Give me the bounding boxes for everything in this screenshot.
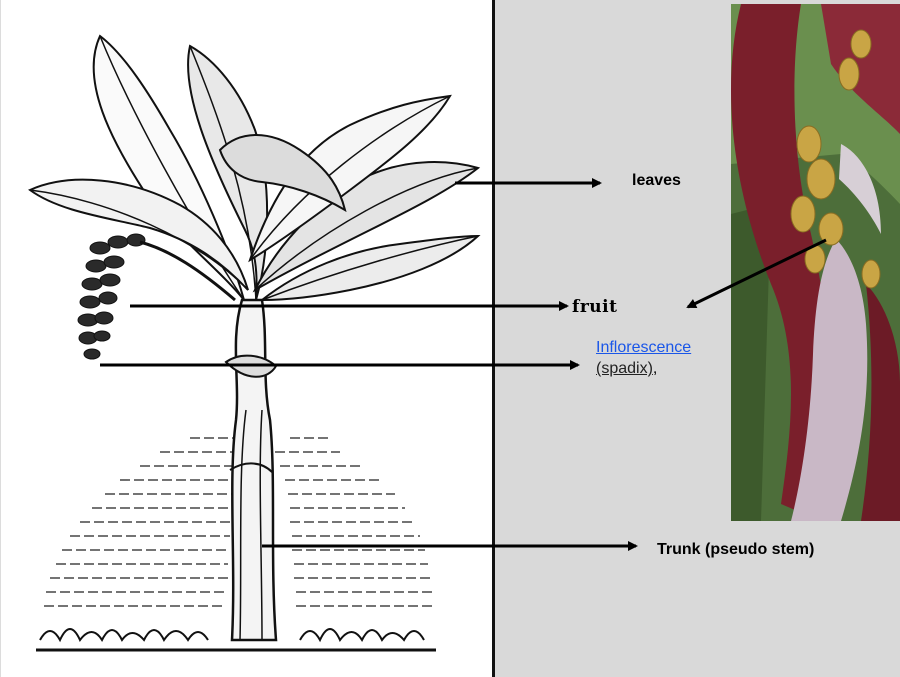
spadix-comma: , <box>653 360 657 377</box>
trunk-label: Trunk (pseudo stem) <box>657 541 814 559</box>
inflorescence-link[interactable]: Inflorescence <box>596 339 691 356</box>
spadix-label: (spadix) <box>596 360 653 377</box>
inflorescence-label: Inflorescence (spadix), <box>596 337 691 379</box>
fruit-label: fruit <box>572 297 617 317</box>
banana-plant-illustration <box>0 0 492 677</box>
panel-divider <box>492 0 495 677</box>
leaves-label: leaves <box>632 172 681 190</box>
trunk <box>226 300 276 640</box>
banana-inflorescence-photo <box>731 4 900 521</box>
